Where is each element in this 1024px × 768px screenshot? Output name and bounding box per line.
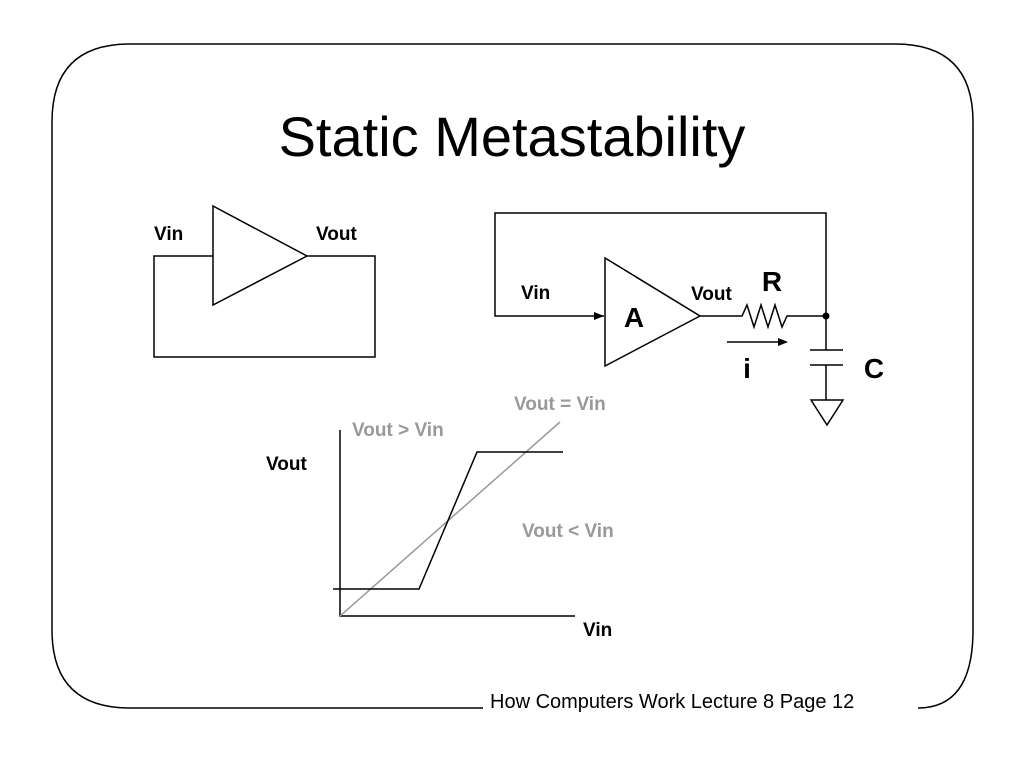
current-arrowhead — [778, 338, 788, 346]
right-vout-label: Vout — [691, 284, 732, 305]
slide-border — [51, 43, 974, 709]
amplifier-triangle — [604, 256, 702, 368]
feedback-buffer-diagram: Vin Vout — [153, 204, 376, 358]
current-label: i — [743, 353, 751, 384]
left-vout-label: Vout — [316, 224, 357, 245]
transfer-curve — [333, 451, 563, 590]
input-arrowhead — [594, 312, 604, 320]
resistor-label: R — [762, 266, 782, 297]
region-above-label: Vout > Vin — [352, 420, 444, 441]
unity-line — [339, 421, 561, 617]
region-below-label: Vout < Vin — [522, 521, 614, 542]
right-vin-label: Vin — [521, 283, 550, 304]
unity-line-label: Vout = Vin — [514, 394, 606, 415]
resistor-symbol — [700, 302, 826, 330]
left-vin-label: Vin — [154, 224, 183, 245]
feedback-loop-wire — [153, 255, 376, 358]
buffer-triangle — [212, 204, 309, 307]
graph-y-axis-label: Vout — [266, 454, 307, 475]
capacitor-label: C — [864, 353, 884, 384]
amplifier-label: A — [624, 302, 644, 333]
slide-title: Static Metastability — [279, 105, 746, 168]
amplifier-rc-diagram: A Vin Vout R i C — [494, 212, 884, 427]
ground-symbol — [809, 399, 845, 427]
slide-footer: How Computers Work Lecture 8 Page 12 — [490, 691, 854, 713]
right-feedback-wire — [494, 212, 827, 317]
transfer-curve-graph: Vout Vin Vout = Vin Vout > Vin Vout < Vi… — [266, 394, 614, 641]
graph-x-axis-label: Vin — [583, 620, 612, 641]
